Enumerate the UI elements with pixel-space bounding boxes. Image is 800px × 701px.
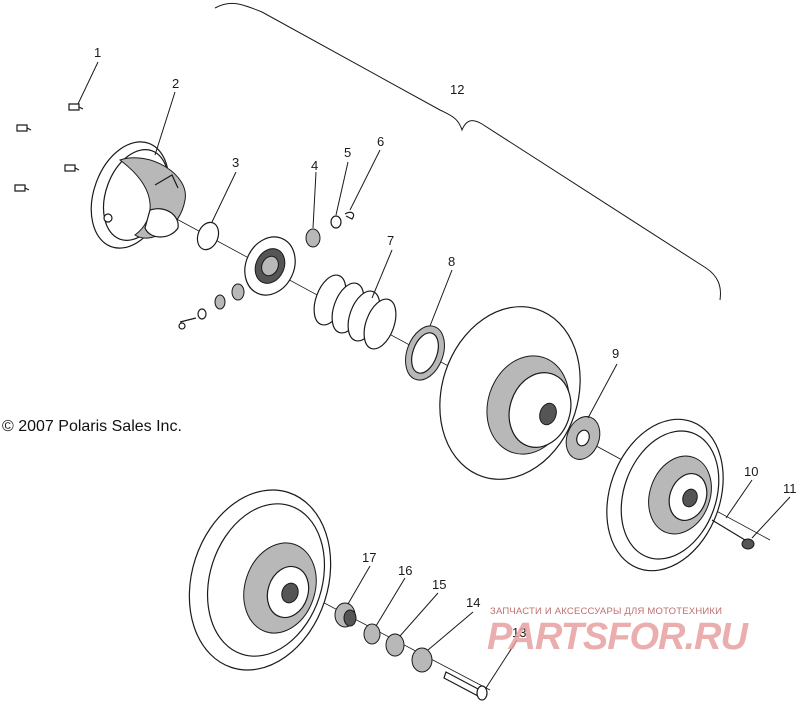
callout-leaders xyxy=(77,61,791,689)
callout-7: 7 xyxy=(387,233,394,248)
movable-sheave-left xyxy=(188,489,332,671)
ring-part-8 xyxy=(405,325,445,381)
ring-part-3 xyxy=(196,221,220,251)
cover-part-2 xyxy=(90,141,186,249)
bolt-part-13 xyxy=(443,671,488,701)
bolt-part-10 xyxy=(711,519,746,541)
screw-part-1 xyxy=(14,103,84,192)
fixed-sheave xyxy=(439,306,581,480)
group-bracket xyxy=(214,2,721,301)
watermark-logo: PARTSFOR.RU xyxy=(487,616,748,658)
callout-9: 9 xyxy=(612,346,619,361)
callout-3: 3 xyxy=(232,155,239,170)
callout-4: 4 xyxy=(311,158,318,173)
callout-10: 10 xyxy=(744,464,758,479)
movable-sheave-right xyxy=(606,418,724,572)
callout-17: 17 xyxy=(362,550,376,565)
washer-part-5 xyxy=(330,215,342,229)
callout-15: 15 xyxy=(432,577,446,592)
spacer-part-17 xyxy=(334,602,357,628)
washer-part-9 xyxy=(565,416,601,460)
callout-5: 5 xyxy=(344,145,351,160)
clip-part-6 xyxy=(344,211,355,220)
bushing-stack xyxy=(178,283,245,330)
watermark-tagline: ЗАПЧАСТИ И АКСЕССУАРЫ ДЛЯ МОТОТЕХНИКИ xyxy=(490,606,723,617)
callout-16: 16 xyxy=(398,563,412,578)
washer-part-14 xyxy=(411,647,433,673)
callout-6: 6 xyxy=(377,134,384,149)
cam-assembly xyxy=(244,236,296,296)
callout-11: 11 xyxy=(783,481,797,496)
callout-14: 14 xyxy=(466,595,480,610)
washer-part-16 xyxy=(363,623,381,645)
bushing-part-4 xyxy=(305,228,321,248)
callout-13: 13 xyxy=(512,625,526,640)
spring-part-7 xyxy=(313,274,397,350)
callout-2: 2 xyxy=(172,76,179,91)
callout-12: 12 xyxy=(450,82,464,97)
callout-numbers: 1 2 3 4 5 6 7 8 9 10 11 12 13 14 15 16 1… xyxy=(94,45,797,640)
washer-part-15 xyxy=(385,633,405,657)
nut-part-11 xyxy=(741,538,755,550)
callout-8: 8 xyxy=(448,254,455,269)
copyright-text: © 2007 Polaris Sales Inc. xyxy=(2,418,182,435)
callout-1: 1 xyxy=(94,45,101,60)
